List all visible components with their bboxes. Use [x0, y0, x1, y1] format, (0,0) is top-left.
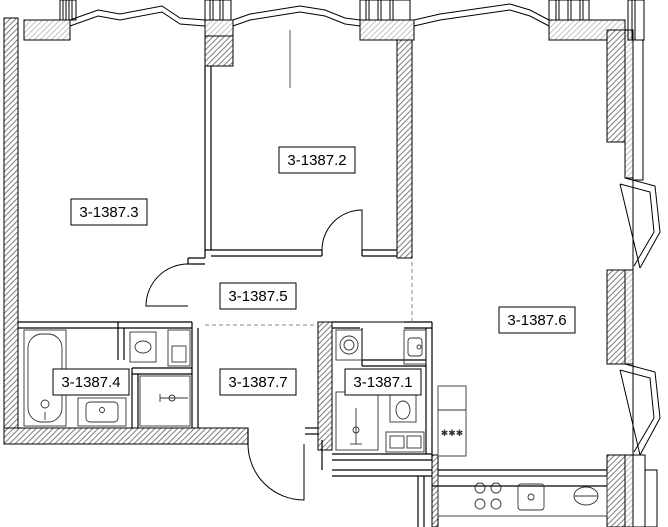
right-upper-wall — [606, 29, 626, 143]
cabinet-icon-2 — [385, 431, 425, 453]
room-label-r5[interactable]: 3-1387.4 — [52, 368, 130, 396]
bath-block-left-wall — [317, 321, 333, 451]
toilet-icon — [129, 331, 157, 363]
room-label-r1[interactable]: 3-1387.3 — [70, 198, 148, 226]
top-facade — [59, 0, 645, 41]
structural-walls — [3, 17, 634, 527]
top-middle-wall — [359, 19, 415, 41]
central-wall — [396, 39, 413, 259]
right-middle-wall — [606, 269, 626, 365]
room-labels: 3-1387.3 3-1387.2 3-1387.5 3-1387.6 3-13… — [52, 146, 576, 396]
room-label-r6-text: 3-1387.7 — [228, 374, 287, 391]
shower-icon-2 — [335, 391, 379, 451]
room-label-r5-text: 3-1387.4 — [61, 374, 120, 391]
toilet-icon-2 — [389, 393, 417, 423]
right-upper-edge — [624, 29, 634, 179]
room-label-r2[interactable]: 3-1387.2 — [278, 146, 356, 174]
washing-machine-icon — [335, 329, 363, 361]
room-label-r3[interactable]: 3-1387.5 — [219, 282, 297, 310]
fixtures: ✱✱✱ — [23, 329, 608, 517]
sink-icon-2 — [403, 329, 427, 365]
doors — [145, 30, 413, 501]
shower-icon — [139, 375, 191, 427]
room-label-r4[interactable]: 3-1387.6 — [498, 306, 576, 334]
column-center-small — [431, 454, 439, 527]
bottom-left-wall — [3, 427, 249, 445]
top-left-wall — [23, 19, 71, 41]
left-outer-wall — [3, 17, 19, 445]
svg-text:✱✱✱: ✱✱✱ — [441, 429, 464, 439]
room-label-r1-text: 3-1387.3 — [79, 204, 138, 221]
partitions — [18, 66, 607, 527]
room-label-r7[interactable]: 3-1387.1 — [344, 368, 422, 396]
right-middle-edge — [624, 269, 634, 365]
room-label-r6[interactable]: 3-1387.7 — [219, 368, 297, 396]
sink-icon — [77, 397, 127, 427]
column-top-1-cap — [204, 19, 234, 37]
cabinet-icon — [167, 329, 191, 367]
right-lower-edge — [624, 454, 634, 527]
room-label-r3-text: 3-1387.5 — [228, 288, 287, 305]
kitchen-column-icon: ✱✱✱ — [437, 385, 467, 457]
room-label-r4-text: 3-1387.6 — [507, 312, 566, 329]
room-label-r7-text: 3-1387.1 — [353, 374, 412, 391]
right-lower-wall — [606, 454, 626, 527]
right-facade — [619, 39, 661, 527]
room-label-r2-text: 3-1387.2 — [287, 152, 346, 169]
kitchen-counter-icon — [437, 475, 608, 517]
